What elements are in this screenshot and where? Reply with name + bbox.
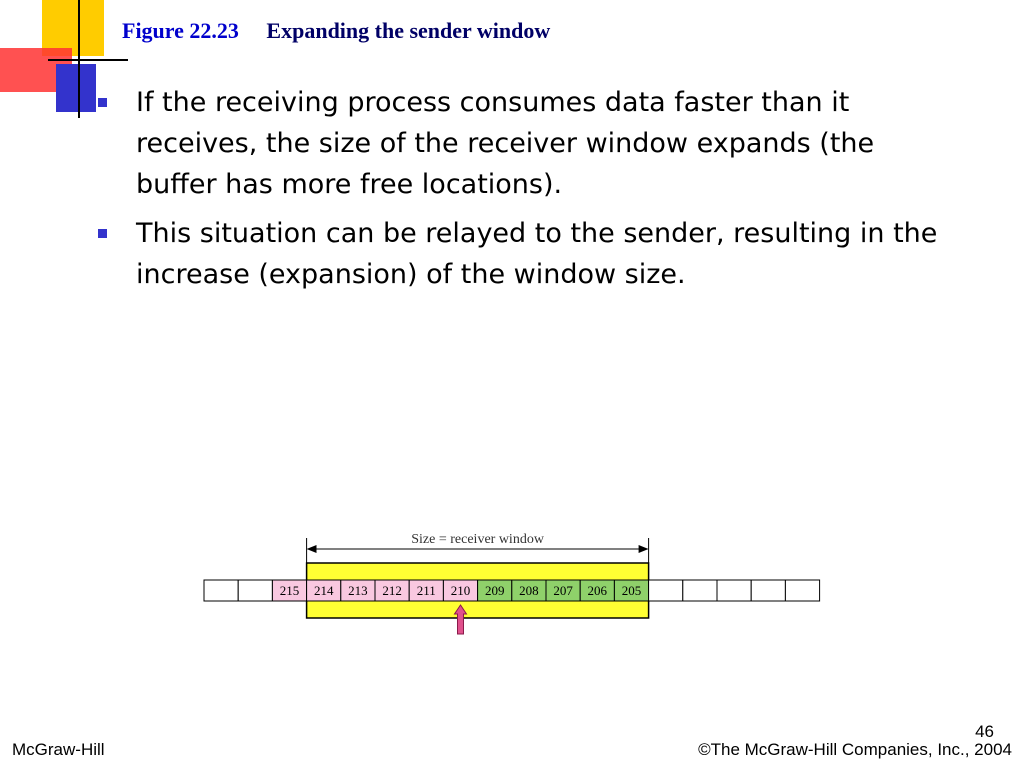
bullet-item: If the receiving process consumes data f…: [92, 82, 952, 205]
page-number: 46: [975, 722, 994, 741]
cell-label: 207: [553, 583, 573, 598]
cell-label: 213: [348, 583, 368, 598]
bullet-list: If the receiving process consumes data f…: [92, 82, 952, 303]
cell-label: 211: [417, 583, 436, 598]
footer-copyright: ©The McGraw-Hill Companies, Inc., 2004: [698, 740, 1012, 759]
bullet-text: If the receiving process consumes data f…: [136, 87, 875, 200]
figure-caption: Expanding the sender window: [266, 18, 551, 43]
buffer-cell: [682, 579, 718, 602]
size-label-backing: [393, 531, 562, 547]
figure-number: Figure 22.23: [122, 18, 239, 43]
buffer-cell: [203, 579, 239, 602]
decor-yellow-block: [42, 0, 104, 56]
sender-window-diagram: 215 214 213 212 211 210 209 208 207 206 205 Size = …: [203, 531, 821, 635]
decor-blue-block: [56, 64, 96, 112]
pointer-up-arrow-icon: [453, 604, 468, 635]
cell-label: 210: [451, 583, 471, 598]
cell-label: 215: [280, 583, 300, 598]
buffer-cell: [784, 579, 821, 602]
size-label: Size = receiver window: [411, 532, 545, 547]
square-bullet-icon: [98, 98, 107, 107]
buffer-cell: [750, 579, 786, 602]
bullet-item: This situation can be relayed to the sen…: [92, 213, 952, 295]
cell-label: 208: [519, 583, 539, 598]
buffer-cell: [648, 579, 684, 602]
cell-label: 214: [314, 583, 334, 598]
cell-label: 206: [588, 583, 608, 598]
cell-label: 209: [485, 583, 505, 598]
cell-label: 205: [622, 583, 642, 598]
decor-horizontal-line: [48, 59, 128, 61]
cell-label: 212: [382, 583, 402, 598]
square-bullet-icon: [98, 229, 107, 238]
slide-title: Figure 22.23 Expanding the sender window: [122, 18, 550, 44]
buffer-cell: [237, 579, 273, 602]
buffer-cell: [716, 579, 752, 602]
footer-publisher: McGraw-Hill: [12, 740, 105, 759]
bullet-text: This situation can be relayed to the sen…: [136, 218, 938, 290]
